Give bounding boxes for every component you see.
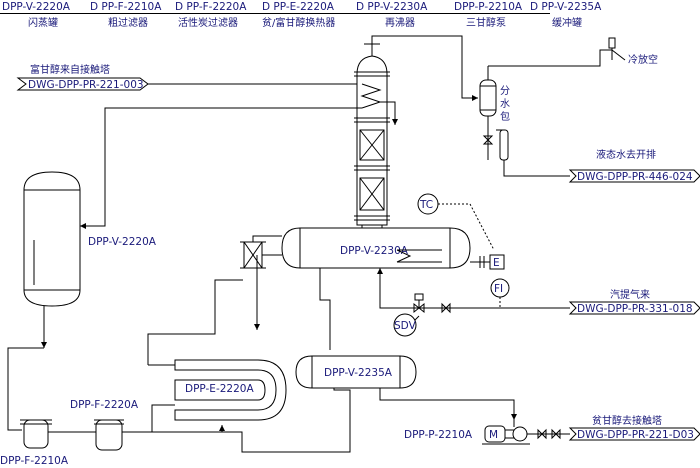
water-drain-outlet: 液态水去开排 DWG-DPP-PR-446-024 — [568, 148, 700, 183]
rich-glycol-inlet: 富甘醇来自接触塔 DWG-DPP-PR-221-003 — [16, 63, 362, 91]
header-tag: DPP-P-2210A — [454, 1, 523, 13]
svg-text:包: 包 — [500, 110, 510, 123]
header-desc: 贫/富甘醇换热器 — [262, 16, 335, 29]
surge-feed-line — [222, 382, 351, 453]
header-tag: D PP-F-2210A — [90, 1, 162, 13]
reboiler-overflow — [319, 268, 331, 350]
header-tag: D PP-F-2220A — [175, 1, 247, 13]
rich-in-dwg: DWG-DPP-PR-221-003 — [28, 79, 144, 91]
reboiler-tag: DPP-V-2230A — [340, 245, 409, 257]
water-dwg: DWG-DPP-PR-446-024 — [577, 171, 693, 183]
steam-label: 汽提气来 — [610, 288, 650, 301]
reboiler-inlet-box — [240, 235, 282, 269]
flash-bottoms-line — [7, 347, 44, 431]
heating-element — [396, 249, 412, 263]
cold-vent: 冷放空 — [608, 37, 658, 66]
lean-out-dwg: DWG-DPP-PR-221-D03 — [577, 429, 694, 441]
glycol-exchanger: DPP-E-2220A — [174, 359, 287, 421]
header-tag: D PP-V-2230A — [356, 1, 428, 13]
coarse-filter: DPP-F-2210A — [0, 419, 96, 467]
vent-line — [488, 49, 612, 67]
surge-tank: DPP-V-2235A — [295, 355, 517, 420]
offpage-connector — [568, 301, 700, 315]
reboiler: DPP-V-2230A — [281, 225, 471, 269]
flash-tank: DPP-V-2220A — [23, 171, 157, 348]
sdv-label: SDV — [394, 320, 417, 332]
separator-label: 分 — [500, 85, 510, 97]
flash-tank-tag: DPP-V-2220A — [88, 236, 157, 248]
temperature-controller: TC — [417, 193, 495, 251]
flash-tank-vessel — [23, 171, 81, 307]
offpage-connector — [568, 169, 700, 183]
fi-label: FI — [494, 283, 503, 295]
header-item-coarse-filter: D PP-F-2210A 粗过滤器 — [90, 1, 162, 29]
steam-dwg: DWG-DPP-PR-331-018 — [577, 303, 693, 315]
lean-glycol-outlet: 贫甘醇去接触塔 DWG-DPP-PR-221-D03 — [568, 414, 700, 441]
separator-vessel — [479, 79, 497, 117]
discharge-valve — [551, 428, 561, 440]
pump-casing — [512, 426, 528, 442]
electric-heater: E — [470, 254, 505, 270]
water-label: 液态水去开排 — [596, 148, 656, 161]
water-separator: 分 水 包 — [479, 49, 612, 177]
discharge-check-valve — [537, 428, 547, 440]
header-tag: D PP-E-2220A — [262, 1, 335, 13]
carbon-filter: DPP-F-2220A — [70, 399, 152, 451]
u-tube — [174, 359, 287, 421]
flash-feed-line — [80, 107, 362, 227]
header-item-pump: DPP-P-2210A 三甘醇泵 — [454, 1, 523, 29]
header-item-carbon-filter: D PP-F-2220A 活性炭过滤器 — [175, 1, 247, 29]
surge-tank-tag: DPP-V-2235A — [324, 367, 393, 379]
coarse-filter-tag: DPP-F-2210A — [0, 455, 69, 467]
e-label: E — [493, 257, 500, 269]
pump-tag: DPP-P-2210A — [404, 429, 473, 441]
header-item-flash-tank: DPP-V-2220A 闪蒸罐 — [2, 1, 71, 29]
overhead-vapor-line — [371, 35, 478, 99]
equipment-header: DPP-V-2220A 闪蒸罐 D PP-F-2210A 粗过滤器 D PP-F… — [0, 1, 602, 29]
control-valve — [413, 302, 425, 314]
stripping-gas-inlet: 汽提气来 DWG-DPP-PR-331-018 — [377, 268, 700, 323]
svg-text:水: 水 — [500, 98, 510, 110]
motor-label: M — [489, 429, 498, 441]
pump-suction-line — [379, 388, 515, 420]
header-tag: D PP-V-2235A — [530, 1, 602, 13]
header-item-surge-tank: D PP-V-2235A 缓冲罐 — [530, 1, 602, 29]
stripping-gas-line — [379, 268, 570, 309]
header-desc: 缓冲罐 — [552, 16, 582, 29]
header-item-exchanger: D PP-E-2220A 贫/富甘醇换热器 — [262, 1, 335, 29]
still-column — [354, 43, 390, 226]
header-desc: 闪蒸罐 — [28, 16, 58, 29]
header-desc: 再沸器 — [385, 16, 415, 29]
offpage-connector — [568, 427, 700, 441]
vent-label: 冷放空 — [628, 53, 658, 66]
rich-in-label: 富甘醇来自接触塔 — [30, 63, 110, 76]
offpage-connector — [16, 77, 149, 91]
water-drain-line — [503, 160, 570, 177]
exchanger-tag: DPP-E-2220A — [185, 383, 254, 395]
vent-valve — [608, 37, 616, 49]
glycol-pump: DPP-P-2210A M — [404, 420, 570, 445]
header-item-reboiler: D PP-V-2230A 再沸器 — [356, 1, 428, 29]
header-desc: 活性炭过滤器 — [178, 16, 238, 29]
sdv-bubble — [393, 313, 417, 337]
separator-drain-valve — [482, 135, 494, 145]
tc-label: TC — [419, 199, 433, 211]
carbon-filter-tag: DPP-F-2220A — [70, 399, 139, 411]
shutdown-valve: SDV — [393, 313, 417, 337]
header-desc: 粗过滤器 — [108, 16, 148, 29]
lean-out-label: 贫甘醇去接触塔 — [592, 414, 662, 427]
header-tag: DPP-V-2220A — [2, 1, 71, 13]
header-desc: 三甘醇泵 — [466, 16, 506, 29]
flow-indicator: FI — [490, 278, 510, 308]
check-valve — [441, 302, 451, 314]
reflux-coil — [360, 83, 382, 109]
exchanger-to-reboiler — [147, 279, 243, 365]
